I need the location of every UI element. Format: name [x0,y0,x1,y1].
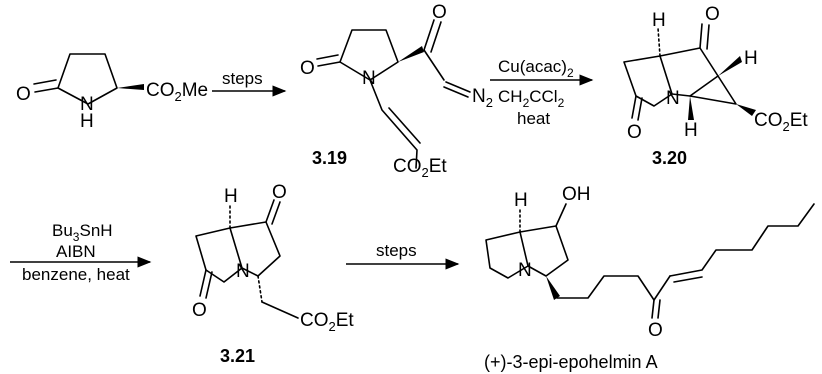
atom-hydrogen: H [652,10,666,31]
compound-start: O N H CO2Me [16,53,208,132]
ester-group: CO2Et [393,156,447,180]
compound-3-20: O H H H N O CO2Et 3.20 [623,4,808,168]
compound-number: 3.19 [312,148,347,168]
atom-nitrogen: N [236,261,250,282]
arrow-3-initiator: AIBN [56,242,96,261]
reaction-arrow-3: Bu3SnH AIBN benzene, heat [10,221,152,284]
atom-hydrogen: H [80,111,94,132]
hydroxyl-group: OH [562,184,591,205]
arrow-2-solvent: CH2CCl2 [498,87,565,110]
atom-hydrogen: H [744,48,758,69]
atom-nitrogen: N [518,260,532,281]
ester-group: CO2Et [754,110,808,134]
atom-oxygen: O [300,58,315,79]
atom-oxygen: O [648,320,663,341]
arrow-4-reagent: steps [376,241,417,260]
atom-oxygen: O [432,2,447,23]
reaction-arrow-4: steps [346,241,460,270]
atom-nitrogen: N [666,88,680,109]
wedge-bond [688,96,694,120]
atom-oxygen: O [705,4,720,25]
atom-oxygen: O [627,122,642,143]
atom-nitrogen: N [362,68,376,89]
product-name: (+)-3-epi-epohelmin A [484,352,658,372]
reaction-arrow-1: steps [212,69,287,97]
ester-group: CO2Et [300,310,354,334]
ester-group: CO2Me [146,80,208,104]
compound-number: 3.20 [652,148,687,168]
arrow-2-condition: heat [517,109,550,128]
arrow-3-condition: benzene, heat [22,265,130,284]
diazo-group: N2 [472,86,493,110]
atom-oxygen: O [192,300,207,321]
arrow-3-reagent: Bu3SnH [52,221,113,244]
atom-hydrogen: H [684,120,698,141]
wedge-bond [718,56,742,76]
arrow-1-reagent: steps [222,69,263,88]
atom-hydrogen: H [224,186,238,207]
wedge-bond [546,276,560,300]
compound-number: 3.21 [220,346,255,366]
wedge-bond [736,104,756,116]
atom-hydrogen: H [514,190,528,211]
compound-3-19: O N O N2 CO2Et 3.19 [300,2,493,180]
compound-product: OH H N O (+)-3-epi-epohelmin A [484,184,815,372]
wedge-bond [398,46,424,62]
compound-3-21: O H N O CO2Et 3.21 [192,182,354,366]
wedge-bond [117,84,144,90]
atom-oxygen: O [272,182,287,203]
atom-nitrogen: N [80,94,94,115]
atom-oxygen: O [16,84,31,105]
arrow-2-reagent: Cu(acac)2 [498,57,574,80]
reaction-arrow-2: Cu(acac)2 CH2CCl2 heat [490,57,594,128]
